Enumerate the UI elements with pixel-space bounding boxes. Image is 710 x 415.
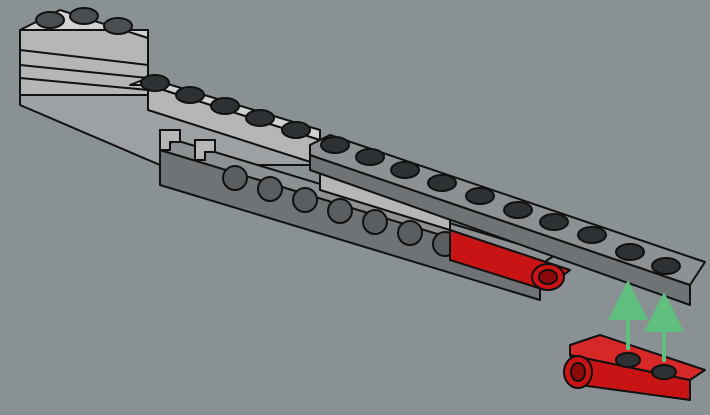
red-pin-hole xyxy=(539,270,557,284)
stud xyxy=(578,227,606,243)
technic-hole xyxy=(223,166,247,190)
stud xyxy=(391,162,419,178)
stud xyxy=(616,244,644,260)
stud xyxy=(652,365,676,379)
stud xyxy=(211,98,239,114)
technic-hole xyxy=(363,210,387,234)
stud xyxy=(246,110,274,126)
stud xyxy=(356,149,384,165)
stud xyxy=(504,202,532,218)
stud xyxy=(466,188,494,204)
technic-hole xyxy=(328,199,352,223)
stud xyxy=(652,258,680,274)
stud xyxy=(540,214,568,230)
red-plate-1x2-with-pin-hole xyxy=(564,335,705,400)
stud xyxy=(70,8,98,24)
stud xyxy=(321,137,349,153)
stud xyxy=(141,75,169,91)
stud xyxy=(282,122,310,138)
stud xyxy=(616,353,640,367)
stud xyxy=(36,12,64,28)
technic-hole xyxy=(398,221,422,245)
stud xyxy=(428,175,456,191)
stud xyxy=(104,18,132,34)
technic-hole xyxy=(293,188,317,212)
stud xyxy=(176,87,204,103)
technic-hole xyxy=(258,177,282,201)
